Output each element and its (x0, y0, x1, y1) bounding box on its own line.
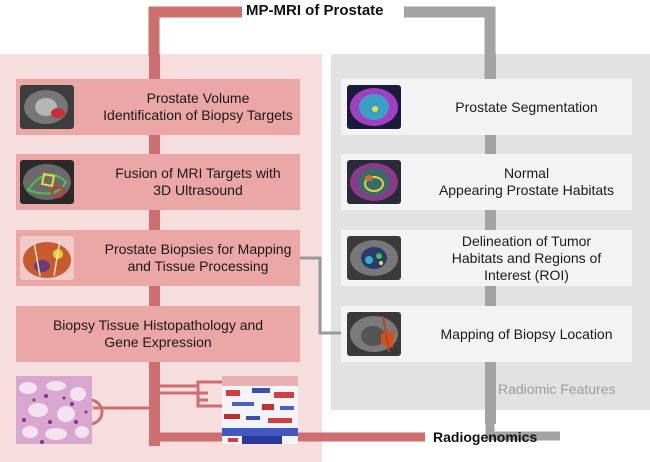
step-tumor-habitats: Delineation of Tumor Habitats and Region… (341, 230, 632, 286)
step-prostate-volume: Prostate Volume Identification of Biopsy… (16, 79, 300, 135)
step-biopsy-location: Mapping of Biopsy Location (341, 306, 632, 362)
prostate-segmentation-thumbnail (347, 85, 401, 129)
biopsy-mapping-link (290, 256, 345, 335)
histology-image (16, 376, 92, 444)
prostate-habitats-thumbnail (347, 160, 401, 204)
radiogenomics-label: Radiogenomics (433, 429, 538, 445)
gene-expression-heatmap (222, 376, 298, 444)
step-label: Normal Appearing Prostate Habitats (438, 165, 615, 198)
step-prostate-segmentation: Prostate Segmentation (341, 79, 632, 135)
step-label: Prostate Segmentation (455, 98, 598, 115)
step-prostate-habitats: Normal Appearing Prostate Habitats (341, 154, 632, 210)
tumor-habitats-thumbnail (347, 236, 401, 280)
radiomic-features-label: Radiomic Features (498, 381, 616, 397)
step-mri-ultrasound-fusion: Fusion of MRI Targets with 3D Ultrasound (16, 154, 300, 210)
step-label: Prostate Volume Identification of Biopsy… (103, 90, 293, 123)
step-label: Fusion of MRI Targets with 3D Ultrasound (115, 165, 281, 198)
diagram-title: MP-MRI of Prostate (242, 2, 388, 19)
step-label: Prostate Biopsies for Mapping and Tissue… (104, 241, 292, 274)
step-prostate-biopsies: Prostate Biopsies for Mapping and Tissue… (16, 230, 300, 286)
step-label: Mapping of Biopsy Location (440, 325, 613, 342)
biopsy-location-thumbnail (347, 312, 401, 356)
step-label: Biopsy Tissue Histopathology and Gene Ex… (52, 317, 264, 350)
title-right-connector (404, 6, 496, 80)
step-label: Delineation of Tumor Habitats and Region… (451, 232, 602, 283)
title-left-connector (148, 6, 246, 56)
mri-biopsy-targets-thumbnail (20, 85, 74, 129)
step-histopathology: Biopsy Tissue Histopathology and Gene Ex… (16, 306, 300, 362)
biopsy-mapping-thumbnail (20, 236, 74, 280)
ultrasound-fusion-thumbnail (20, 160, 74, 204)
